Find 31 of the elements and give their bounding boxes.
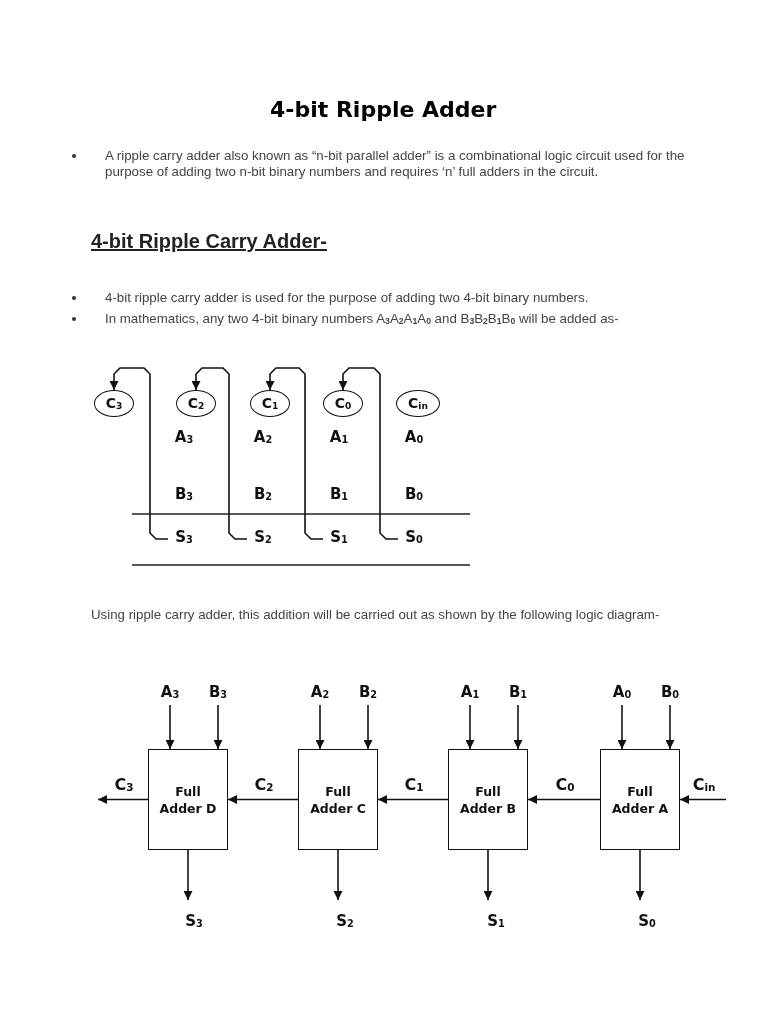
full-adder-box: Full Adder A [600, 749, 680, 850]
arrow [679, 795, 727, 804]
arrow [191, 367, 248, 540]
bullet-text: 4-bit ripple carry adder is used for the purpose of adding two 4-bit binary numbers. [105, 290, 590, 306]
page-title: 4-bit Ripple Adder [270, 97, 497, 122]
arrow [527, 795, 601, 804]
arrow [109, 367, 169, 540]
arrow [338, 367, 399, 540]
arrow [333, 849, 343, 901]
full-adder-box: Full Adder B [448, 749, 528, 850]
arrow [377, 795, 449, 804]
arrow [183, 849, 193, 901]
full-adder-box: Full Adder C [298, 749, 378, 850]
arrow [227, 795, 299, 804]
arrow [483, 849, 493, 901]
bullet-text: In mathematics, any two 4-bit binary numbers A$_{3}$A$_{2}$A$_{1}$A$_{0}$ and B$_{3}$B$_{2}$B$_{1}$B$_{0}$ will be added as- [105, 311, 620, 328]
bullet-text: A ripple carry adder also known as “n-bit parallel adder” is a combinational logic circuit used for the purpose of adding two n-bit binary numbers and requires ‘n’ full adders in the circuit. [105, 148, 685, 180]
arrow [617, 704, 627, 750]
arrow [265, 367, 324, 540]
arrow [635, 849, 645, 901]
arrow [363, 704, 373, 750]
arrow [97, 795, 149, 804]
arrow [513, 704, 523, 750]
full-adder-box: Full Adder D [148, 749, 228, 850]
arrow [165, 704, 175, 750]
section-heading: 4-bit Ripple Carry Adder- [91, 230, 327, 253]
arrow [465, 704, 475, 750]
arrow [665, 704, 675, 750]
paragraph-text: Using ripple carry adder, this addition will be carried out as shown by the following logic diagram- [91, 607, 661, 623]
arrow [315, 704, 325, 750]
arrow [213, 704, 223, 750]
